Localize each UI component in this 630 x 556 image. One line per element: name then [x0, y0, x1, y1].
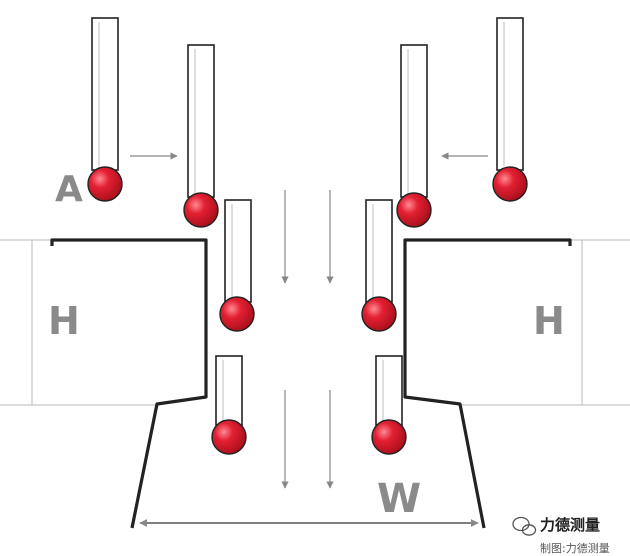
- probe-mid-right: [361, 199, 397, 332]
- height-guide-right: [462, 239, 630, 406]
- probe-mid-left: [219, 199, 255, 332]
- probe-bottom-left: [211, 355, 247, 455]
- slot-profile-left: [50, 238, 208, 529]
- probe-top-left: [87, 17, 123, 202]
- height-guide-left: [0, 239, 160, 406]
- probe-left-approach: [183, 44, 219, 228]
- probe-top-right: [492, 17, 528, 202]
- label-h-left: H: [48, 299, 80, 343]
- label-w: W: [377, 476, 421, 522]
- motion-arrows: [130, 152, 488, 489]
- slot-profile-right: [403, 238, 572, 529]
- probe-right-approach: [396, 44, 432, 228]
- watermark-credit: 制图:力德测量: [540, 542, 610, 555]
- wechat-icon: [512, 516, 537, 536]
- probe-bottom-right: [371, 355, 407, 455]
- watermark-brand: 力德测量: [540, 516, 601, 534]
- label-a: A: [55, 169, 83, 210]
- label-h-right: H: [533, 299, 565, 343]
